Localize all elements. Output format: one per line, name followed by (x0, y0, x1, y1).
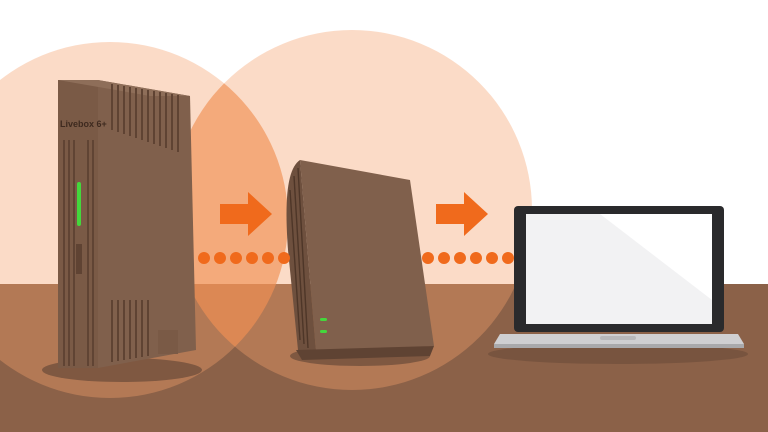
signal-dots-repeater-to-laptop (422, 252, 514, 264)
repeater-device (286, 160, 434, 366)
router-led (77, 182, 81, 226)
arrow-right-icon (220, 192, 272, 236)
repeater-led-2 (320, 330, 327, 333)
router-label: Livebox 6+ (60, 119, 107, 129)
signal-dots-router-to-repeater (198, 252, 290, 264)
laptop-device (488, 206, 748, 364)
repeater-led-1 (320, 318, 327, 321)
arrow-right-icon (436, 192, 488, 236)
router-device: Livebox 6+ (42, 80, 202, 382)
